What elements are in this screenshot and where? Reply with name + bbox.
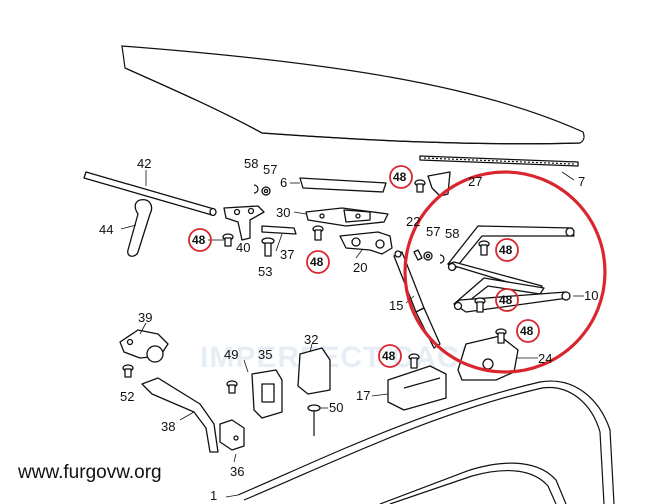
label-42: 42 [137, 156, 151, 171]
roof-shell [121, 45, 585, 145]
label-17: 17 [356, 388, 370, 403]
label-24: 24 [538, 351, 552, 366]
part-53-bolt [261, 237, 275, 257]
screws [122, 179, 507, 394]
label-1: 1 [210, 488, 217, 503]
label-38: 38 [161, 419, 175, 434]
label-37: 37 [280, 247, 294, 262]
part-6-bar [299, 177, 387, 193]
part-27-hinge [427, 171, 451, 197]
leader-lines [120, 170, 584, 498]
label-53: 53 [258, 264, 272, 279]
part-30-plate [305, 207, 389, 227]
label-48: 48 [192, 233, 206, 247]
part-17-block [387, 365, 447, 411]
label-48: 48 [393, 170, 407, 184]
part-36-plate [219, 419, 245, 451]
label-36: 36 [230, 464, 244, 479]
label-48: 48 [310, 255, 324, 269]
part-50-screw [307, 404, 321, 436]
part-20-mechanism [339, 231, 393, 255]
highlight-circle [403, 170, 607, 374]
label-57: 57 [426, 224, 440, 239]
label-48: 48 [520, 324, 534, 338]
label-49: 49 [224, 347, 238, 362]
label-58: 58 [244, 156, 258, 171]
part-42-rod [83, 171, 217, 217]
part-7-strip [419, 155, 579, 167]
label-57: 57 [263, 162, 277, 177]
part-39-latch [119, 329, 169, 363]
part-38-strap [141, 377, 219, 453]
part-37-link [261, 225, 297, 235]
label-20: 20 [353, 260, 367, 275]
label-50: 50 [329, 400, 343, 415]
label-52: 52 [120, 389, 134, 404]
label-58: 58 [445, 226, 459, 241]
label-6: 6 [280, 175, 287, 190]
label-44: 44 [99, 222, 113, 237]
label-48: 48 [499, 243, 513, 257]
vehicle-body [237, 380, 615, 504]
part-32-striker [297, 347, 331, 395]
clip-washer-right [413, 249, 445, 264]
label-22: 22 [406, 214, 420, 229]
label-48: 48 [382, 349, 396, 363]
part-40-bracket [223, 205, 265, 241]
part-labels: 42 58 57 6 48 27 7 44 48 40 30 37 53 48 … [99, 156, 598, 503]
label-48: 48 [499, 293, 513, 307]
label-35: 35 [258, 347, 272, 362]
callout-48-rings [188, 165, 540, 368]
label-27: 27 [468, 174, 482, 189]
part-44-handle [127, 199, 153, 257]
label-15: 15 [389, 298, 403, 313]
label-39: 39 [138, 310, 152, 325]
label-40: 40 [236, 240, 250, 255]
label-30: 30 [276, 205, 290, 220]
label-32: 32 [304, 332, 318, 347]
label-7: 7 [578, 174, 585, 189]
label-10: 10 [584, 288, 598, 303]
site-url-label: www.furgovw.org [18, 462, 162, 483]
part-35-latch-body [251, 369, 283, 419]
clip-washer-left [253, 184, 271, 196]
part-24-base-bracket [457, 335, 519, 381]
